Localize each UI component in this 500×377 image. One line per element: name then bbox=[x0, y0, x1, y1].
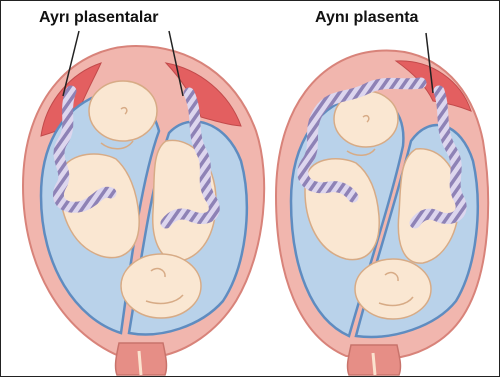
uterus-shared-placenta bbox=[276, 33, 488, 375]
uterus-separate-placentas bbox=[23, 31, 264, 375]
label-shared-placenta: Aynı plasenta bbox=[315, 9, 418, 27]
label-separate-placentas: Ayrı plasentalar bbox=[39, 9, 158, 27]
